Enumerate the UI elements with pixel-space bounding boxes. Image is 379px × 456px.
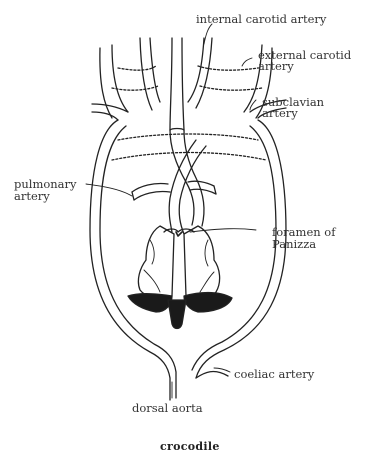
label-external-carotid-line2: artery xyxy=(258,60,294,72)
label-dorsal-aorta: dorsal aorta xyxy=(132,402,203,414)
ventricles xyxy=(138,226,219,299)
label-internal-carotid-artery: internal carotid artery xyxy=(196,13,326,25)
caption: crocodile xyxy=(160,440,220,453)
label-coeliac-artery: coeliac artery xyxy=(234,368,314,380)
label-pulmonary-line2: artery xyxy=(14,190,50,202)
label-foramen-line2: Panizza xyxy=(272,238,316,250)
heart-outline xyxy=(90,120,286,400)
carotid-vessels xyxy=(100,38,272,130)
label-subclavian-line2: artery xyxy=(262,107,298,119)
heart-base xyxy=(128,293,232,329)
